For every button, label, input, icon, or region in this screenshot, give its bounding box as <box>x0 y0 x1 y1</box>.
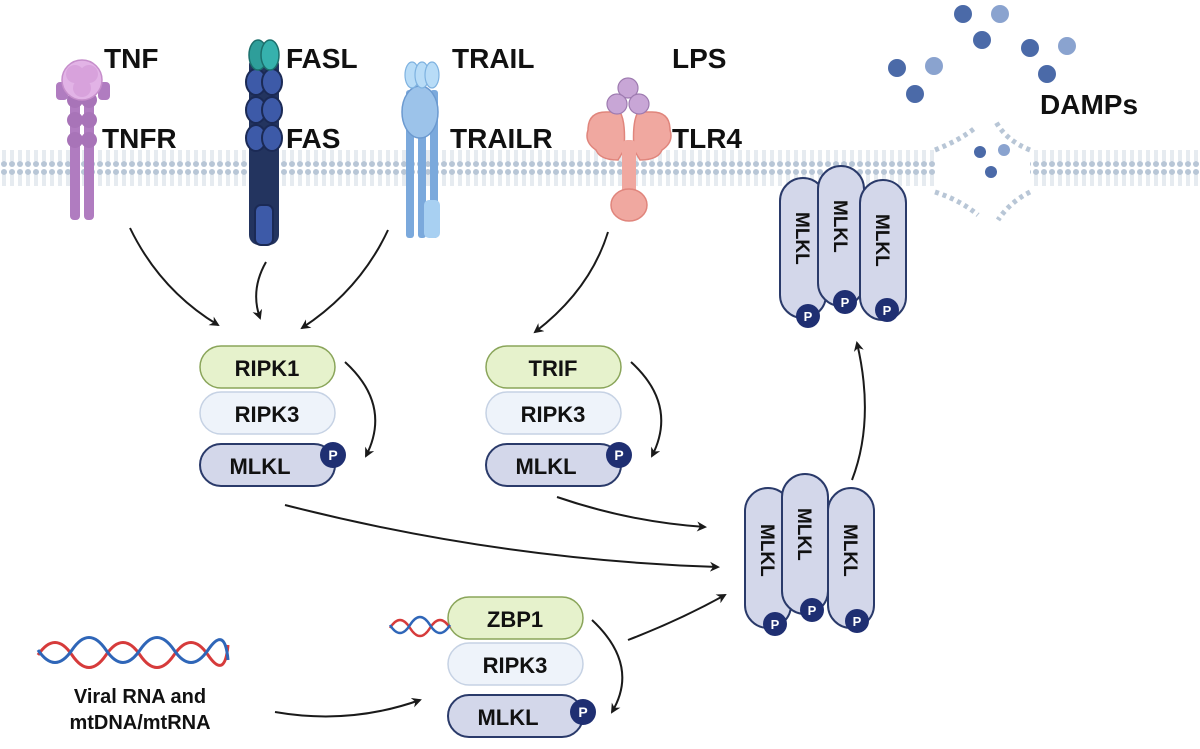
tnf-ligand <box>61 59 103 101</box>
trailr-receptor <box>401 85 440 238</box>
phospho-mid: P <box>614 447 623 463</box>
arrow-mid-complex-to-oligomer <box>556 496 707 532</box>
arrow-tlr4-to-trif <box>533 231 609 334</box>
ripk3-box-bottom <box>447 642 584 686</box>
arrow-trailr-to-ripk1 <box>300 229 389 330</box>
fas-receptor <box>245 55 283 246</box>
trif-label: TRIF <box>529 356 578 381</box>
pore-mlkl-2-label: MLKL <box>829 200 850 253</box>
arrow-zbp1-to-mlkl <box>591 619 624 714</box>
mlkl-label-mid: MLKL <box>515 454 576 479</box>
cyto-mlkl-1-label: MLKL <box>756 524 777 577</box>
lps-ligand <box>606 77 650 115</box>
arrow-left-complex-to-oligomer <box>284 504 720 572</box>
arrow-trif-to-mlkl <box>630 361 663 458</box>
tnfr-label: TNFR <box>102 123 177 154</box>
tlr4-label: TLR4 <box>672 123 742 154</box>
necrosome-trif-complex: TRIF RIPK3 MLKL P <box>485 345 632 487</box>
phospho-bottom: P <box>578 704 587 720</box>
tnf-label: TNF <box>104 43 158 74</box>
ripk3-label-mid: RIPK3 <box>521 402 586 427</box>
arrow-fas-to-ripk1 <box>252 261 267 320</box>
ripk3-box-left <box>199 391 336 435</box>
ripk1-box <box>199 345 336 389</box>
ripk3-label-bottom: RIPK3 <box>483 653 548 678</box>
pathway-arrows <box>129 227 866 718</box>
cyto-mlkl-3-label: MLKL <box>839 524 860 577</box>
ripk1-label: RIPK1 <box>235 356 300 381</box>
mlkl-cytosolic-oligomer: MLKL MLKL MLKL P P P <box>744 473 875 636</box>
lps-label: LPS <box>672 43 726 74</box>
bound-rna-strand-icon <box>388 615 452 638</box>
zbp1-box <box>447 596 584 640</box>
phospho-left: P <box>328 447 337 463</box>
viral-rna-strand-icon <box>36 636 230 669</box>
arrow-ripk1-to-mlkl <box>344 361 377 458</box>
zbp1-label: ZBP1 <box>487 607 543 632</box>
pore-mlkl-1-label: MLKL <box>791 212 812 265</box>
arrow-zbp1-to-oligomer <box>627 594 727 641</box>
fas-label: FAS <box>286 123 340 154</box>
cell-membrane <box>0 118 1200 222</box>
trif-box <box>485 345 622 389</box>
arrow-oligomer-to-membrane <box>851 341 866 481</box>
mlkl-pore-oligomer: MLKL MLKL MLKL P P P <box>779 165 907 328</box>
cyto-mlkl-2-label: MLKL <box>793 508 814 561</box>
ripk3-box-mid <box>485 391 622 435</box>
pore-mlkl-3-label: MLKL <box>871 214 892 267</box>
arrow-tnfr-to-ripk1 <box>129 227 220 327</box>
tlr4-receptor <box>586 111 672 222</box>
necrosome-zbp1-complex: ZBP1 RIPK3 MLKL P <box>447 596 596 738</box>
necrosome-ripk1-complex: RIPK1 RIPK3 MLKL P <box>199 345 346 487</box>
fasl-label: FASL <box>286 43 358 74</box>
cyto-phospho-1: P <box>771 617 780 632</box>
trail-ligand <box>404 61 440 89</box>
damp-particles <box>888 5 1076 178</box>
nucleic-label-line2: mtDNA/mtRNA <box>69 712 210 734</box>
damps-label: DAMPs <box>1040 89 1138 120</box>
cyto-phospho-2: P <box>808 603 817 618</box>
pore-phospho-3: P <box>883 303 892 318</box>
ripk3-label-left: RIPK3 <box>235 402 300 427</box>
fasl-ligand <box>248 39 280 71</box>
nucleic-label-line1: Viral RNA and <box>74 686 206 708</box>
pore-phospho-1: P <box>804 309 813 324</box>
arrow-nucleic-to-zbp1 <box>274 697 422 718</box>
mlkl-label-left: MLKL <box>229 454 290 479</box>
trail-label: TRAIL <box>452 43 534 74</box>
pore-phospho-2: P <box>841 295 850 310</box>
mlkl-label-bottom: MLKL <box>477 705 538 730</box>
cyto-phospho-3: P <box>853 614 862 629</box>
trailr-label: TRAILR <box>450 123 553 154</box>
